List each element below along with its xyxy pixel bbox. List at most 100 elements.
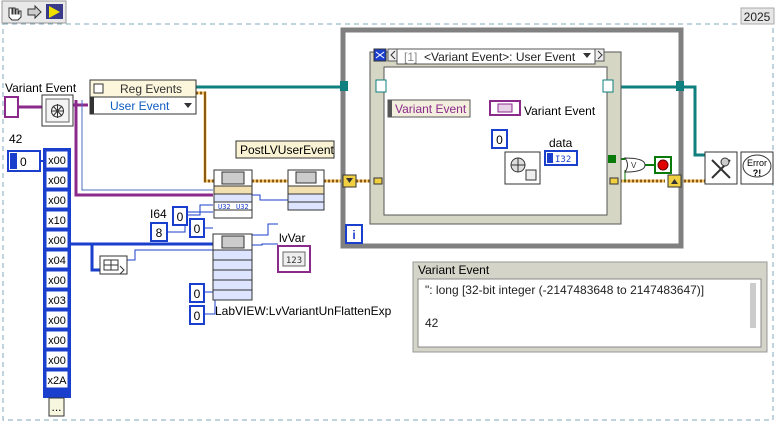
byte-value: x00 [48,155,66,167]
while-loop[interactable]: i [340,27,684,249]
case-next-button[interactable] [594,48,605,62]
byte-value: x00 [48,335,66,347]
i64-label: I64 [150,207,167,221]
create-user-event-node[interactable] [41,94,74,127]
byte-value: x00 [48,355,66,367]
case-selector-label: <Variant Event>: User Event [424,50,576,64]
variant-unflatten-node[interactable] [504,151,541,185]
byte-cell[interactable] [45,330,69,349]
i64-constant[interactable]: 0 [172,206,188,226]
i64-const: 8 [156,226,163,240]
tunnel-left [340,81,348,91]
simple-error-handler-node[interactable]: Error ?! [740,151,774,185]
event-structure[interactable]: [1] <Variant Event>: User Event [369,48,622,225]
byte-cell[interactable] [45,170,69,189]
numeric-array-control[interactable]: 42 0 [7,132,41,172]
byte-value: x03 [48,295,66,307]
byte-cell[interactable] [45,370,69,389]
lvvar-indicator-text: 123 [286,256,302,266]
chevron-down-icon[interactable] [184,103,192,108]
byte-cell[interactable] [45,270,69,289]
variant-event-terminal[interactable] [4,96,19,118]
post-lv-user-event-label: PostLVUserEvent [240,143,334,157]
numeric-index: 0 [20,155,27,169]
event-reg-out-terminal [602,79,614,93]
reg-events-label: Reg Events [120,82,182,96]
call-library-node-2[interactable] [287,169,325,211]
svg-text:0: 0 [194,287,201,301]
or-node[interactable]: V [624,157,646,173]
numeric-label: 42 [9,132,23,146]
i64-size-constant[interactable]: 8 [150,222,168,242]
case-selector-index: [1] [404,50,417,64]
event-reg-in-terminal [375,79,387,93]
byte-cell[interactable] [45,290,69,309]
variant-event-indicator[interactable]: Variant Event ": long [32-bit integer (-… [412,261,768,353]
indicator-title: Variant Event [418,263,490,277]
byte-value: x04 [48,255,66,267]
index-zero-constant[interactable]: 0 [491,129,508,149]
call-library-node-1[interactable]: U32 U32 [213,169,253,219]
warning-icon: ?! [753,168,762,178]
destroy-user-event-node[interactable] [704,151,738,185]
chevron-down-icon[interactable] [583,53,591,58]
byte-cell[interactable] [45,210,69,229]
byte-value: x2A [48,375,68,387]
data-type-label: I32 [555,155,571,165]
byte-value: x00 [48,235,66,247]
register-events-node[interactable]: Reg Events User Event [89,79,197,115]
indicator-scrollbar[interactable] [750,283,756,328]
byte-cell[interactable] [45,150,69,169]
indicator-value-line: 42 [425,316,439,330]
i64-value: 0 [177,210,184,224]
iteration-terminal [345,224,363,244]
lvvar-indicator[interactable]: 123 [277,245,311,273]
const-zero-b[interactable]: 0 [189,283,205,303]
byte-cell[interactable] [45,250,69,269]
byte-cell[interactable] [45,310,69,329]
array-ellipsis: ... [51,400,61,414]
byte-cell[interactable] [45,230,69,249]
unflatten-label: LabVIEW:LvVariantUnFlattenExp [215,304,392,318]
or-label: V [631,161,637,170]
byte-value: x00 [48,175,66,187]
diagram-boundary [2,23,774,421]
variant-event-control[interactable]: Variant Event [4,81,77,118]
variant-out-label: Variant Event [524,104,596,118]
variant-to-data-node[interactable] [489,100,521,116]
array-size-node[interactable] [99,255,128,275]
error-cluster-terminal [608,155,616,163]
byte-value: x00 [48,315,66,327]
const-zero-a[interactable]: 0 [189,218,205,238]
byte-value: x00 [48,195,66,207]
byte-cell[interactable] [45,190,69,209]
data-label: data [549,136,573,150]
version-label: 2025 [744,10,771,24]
const-zero-c[interactable]: 0 [189,305,205,325]
svg-text:0: 0 [194,222,201,236]
tunnel-right [676,81,684,91]
indicator-type-line: ": long [32-bit integer (-2147483648 to … [425,283,704,297]
call-library-node-3[interactable] [212,233,253,301]
byte-cell[interactable] [45,350,69,369]
arrow-icon[interactable] [27,4,42,20]
toolbar: 2025 [1,0,775,25]
event-data-node[interactable]: Variant Event [387,99,471,118]
case-prev-button[interactable] [387,48,398,62]
iteration-label: i [352,228,355,242]
run-arrow-icon[interactable] [46,4,63,19]
hand-icon[interactable] [8,7,22,21]
variant-event-label: Variant Event [5,81,77,95]
library-icon [221,235,245,249]
data-indicator[interactable]: I32 [544,150,578,166]
byte-value: x10 [48,215,66,227]
const-u32-b: U32 [236,203,249,211]
version-badge [740,7,775,25]
stop-terminal[interactable] [654,156,672,174]
lvvar-label: lvVar [279,231,305,245]
event-data-label: Variant Event [395,102,467,116]
byte-array-constant[interactable]: x00x00x00x10x00x04x00x03x00x00x00x2A ... [43,148,71,417]
